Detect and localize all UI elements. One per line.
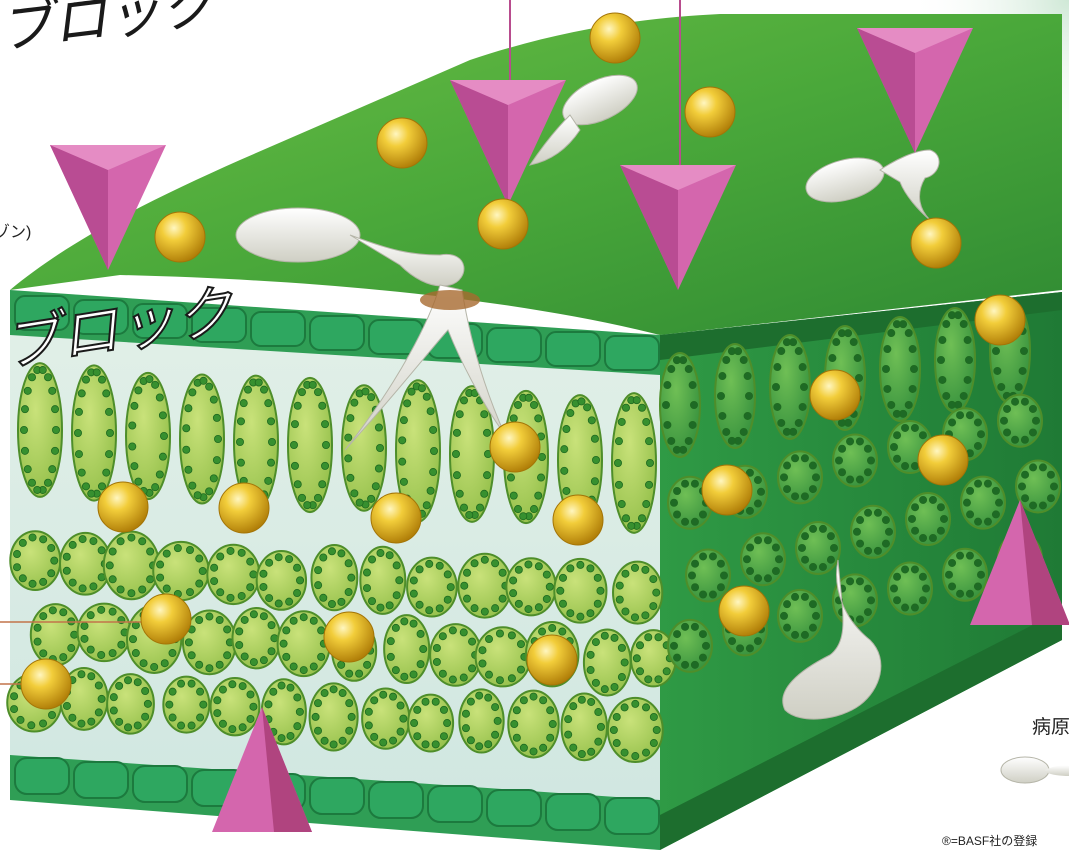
- mesophyll-cell: [104, 532, 159, 600]
- mesophyll-cell: [770, 335, 810, 439]
- mesophyll-cell: [554, 559, 606, 623]
- mesophyll-cell: [584, 629, 631, 695]
- mesophyll-cell: [562, 693, 607, 760]
- mesophyll-cell: [660, 353, 700, 457]
- epidermis-cell: [15, 758, 69, 794]
- gold-sphere-icon: [553, 495, 603, 545]
- gold-sphere-icon: [141, 594, 191, 644]
- mesophyll-cell: [407, 558, 457, 617]
- gold-sphere-icon: [810, 370, 860, 420]
- gold-sphere-icon: [324, 612, 374, 662]
- gold-sphere-icon: [527, 635, 577, 685]
- mesophyll-cell: [207, 545, 259, 604]
- mesophyll-cell: [257, 551, 306, 610]
- epidermis-cell: [310, 778, 364, 814]
- gold-sphere-icon: [21, 659, 71, 709]
- mesophyll-cell: [851, 506, 895, 558]
- mesophyll-cell: [126, 373, 170, 499]
- mesophyll-cell: [232, 608, 280, 668]
- mesophyll-cell: [459, 689, 503, 752]
- mesophyll-cell: [458, 554, 511, 618]
- gold-sphere-icon: [371, 493, 421, 543]
- gold-sphere-icon: [590, 13, 640, 63]
- mesophyll-cell: [888, 563, 932, 615]
- epidermis-cell: [546, 794, 600, 830]
- epidermis-cell: [487, 328, 541, 362]
- mesophyll-cell: [778, 590, 822, 642]
- epidermis-cell: [546, 332, 600, 366]
- mesophyll-cell: [384, 615, 429, 683]
- mesophyll-cell: [796, 522, 840, 574]
- epidermis-cell: [133, 766, 187, 802]
- side-note-label: ゾン): [0, 218, 31, 242]
- legend-pathogen-spore-icon: [1001, 757, 1069, 783]
- mesophyll-cell: [608, 698, 663, 762]
- mesophyll-cell: [31, 604, 80, 665]
- epidermis-cell: [310, 316, 364, 350]
- mesophyll-cell: [163, 677, 209, 733]
- mesophyll-cell: [107, 674, 154, 734]
- mesophyll-cell: [408, 695, 453, 752]
- mesophyll-cell: [430, 624, 481, 686]
- gold-sphere-icon: [377, 118, 427, 168]
- mesophyll-cell: [778, 451, 822, 503]
- legend-label: 病原: [1032, 712, 1069, 739]
- gold-sphere-icon: [155, 212, 205, 262]
- gold-sphere-icon: [490, 422, 540, 472]
- mesophyll-cell: [1016, 460, 1060, 512]
- mesophyll-cell: [18, 363, 62, 497]
- mesophyll-cell: [360, 547, 405, 614]
- mesophyll-cell: [668, 620, 712, 672]
- mesophyll-cell: [833, 434, 877, 486]
- epidermis-cell: [251, 312, 305, 346]
- mesophyll-cell: [311, 545, 357, 610]
- mesophyll-cell: [78, 604, 131, 662]
- gold-sphere-icon: [975, 295, 1025, 345]
- footnote: ®=BASF社の登録: [942, 832, 1037, 849]
- gold-sphere-icon: [98, 482, 148, 532]
- gold-sphere-icon: [702, 465, 752, 515]
- mesophyll-cell: [715, 344, 755, 448]
- mesophyll-cell: [362, 688, 409, 748]
- mesophyll-cell: [880, 317, 920, 421]
- mesophyll-cell: [613, 562, 662, 624]
- infection-lesion: [420, 290, 480, 310]
- gold-sphere-icon: [918, 435, 968, 485]
- epidermis-cell: [487, 790, 541, 826]
- mesophyll-cell: [612, 393, 656, 533]
- mesophyll-cell: [935, 308, 975, 412]
- epidermis-cell: [74, 762, 128, 798]
- epidermis-cell: [428, 786, 482, 822]
- mesophyll-cell: [906, 493, 950, 545]
- mesophyll-cell: [508, 691, 558, 758]
- mesophyll-cell: [310, 683, 358, 750]
- mesophyll-cell: [10, 531, 60, 590]
- mesophyll-cell: [180, 375, 224, 504]
- gold-sphere-icon: [719, 586, 769, 636]
- mesophyll-cell: [741, 533, 785, 585]
- gold-sphere-icon: [219, 483, 269, 533]
- gold-sphere-icon: [911, 218, 961, 268]
- mesophyll-cell: [153, 542, 208, 600]
- mesophyll-cell: [998, 395, 1042, 447]
- mesophyll-cell: [506, 558, 555, 615]
- mesophyll-cell: [686, 549, 730, 601]
- mesophyll-cell: [211, 678, 260, 735]
- mesophyll-cell: [72, 365, 116, 500]
- gold-sphere-icon: [478, 199, 528, 249]
- mesophyll-cell: [943, 549, 987, 601]
- mesophyll-cell: [961, 477, 1005, 529]
- epidermis-cell: [605, 798, 659, 834]
- mesophyll-cell: [288, 378, 332, 512]
- epidermis-cell: [369, 782, 423, 818]
- mesophyll-cell: [476, 627, 531, 686]
- mesophyll-cell: [278, 611, 330, 676]
- epidermis-cell: [605, 336, 659, 370]
- gold-sphere-icon: [685, 87, 735, 137]
